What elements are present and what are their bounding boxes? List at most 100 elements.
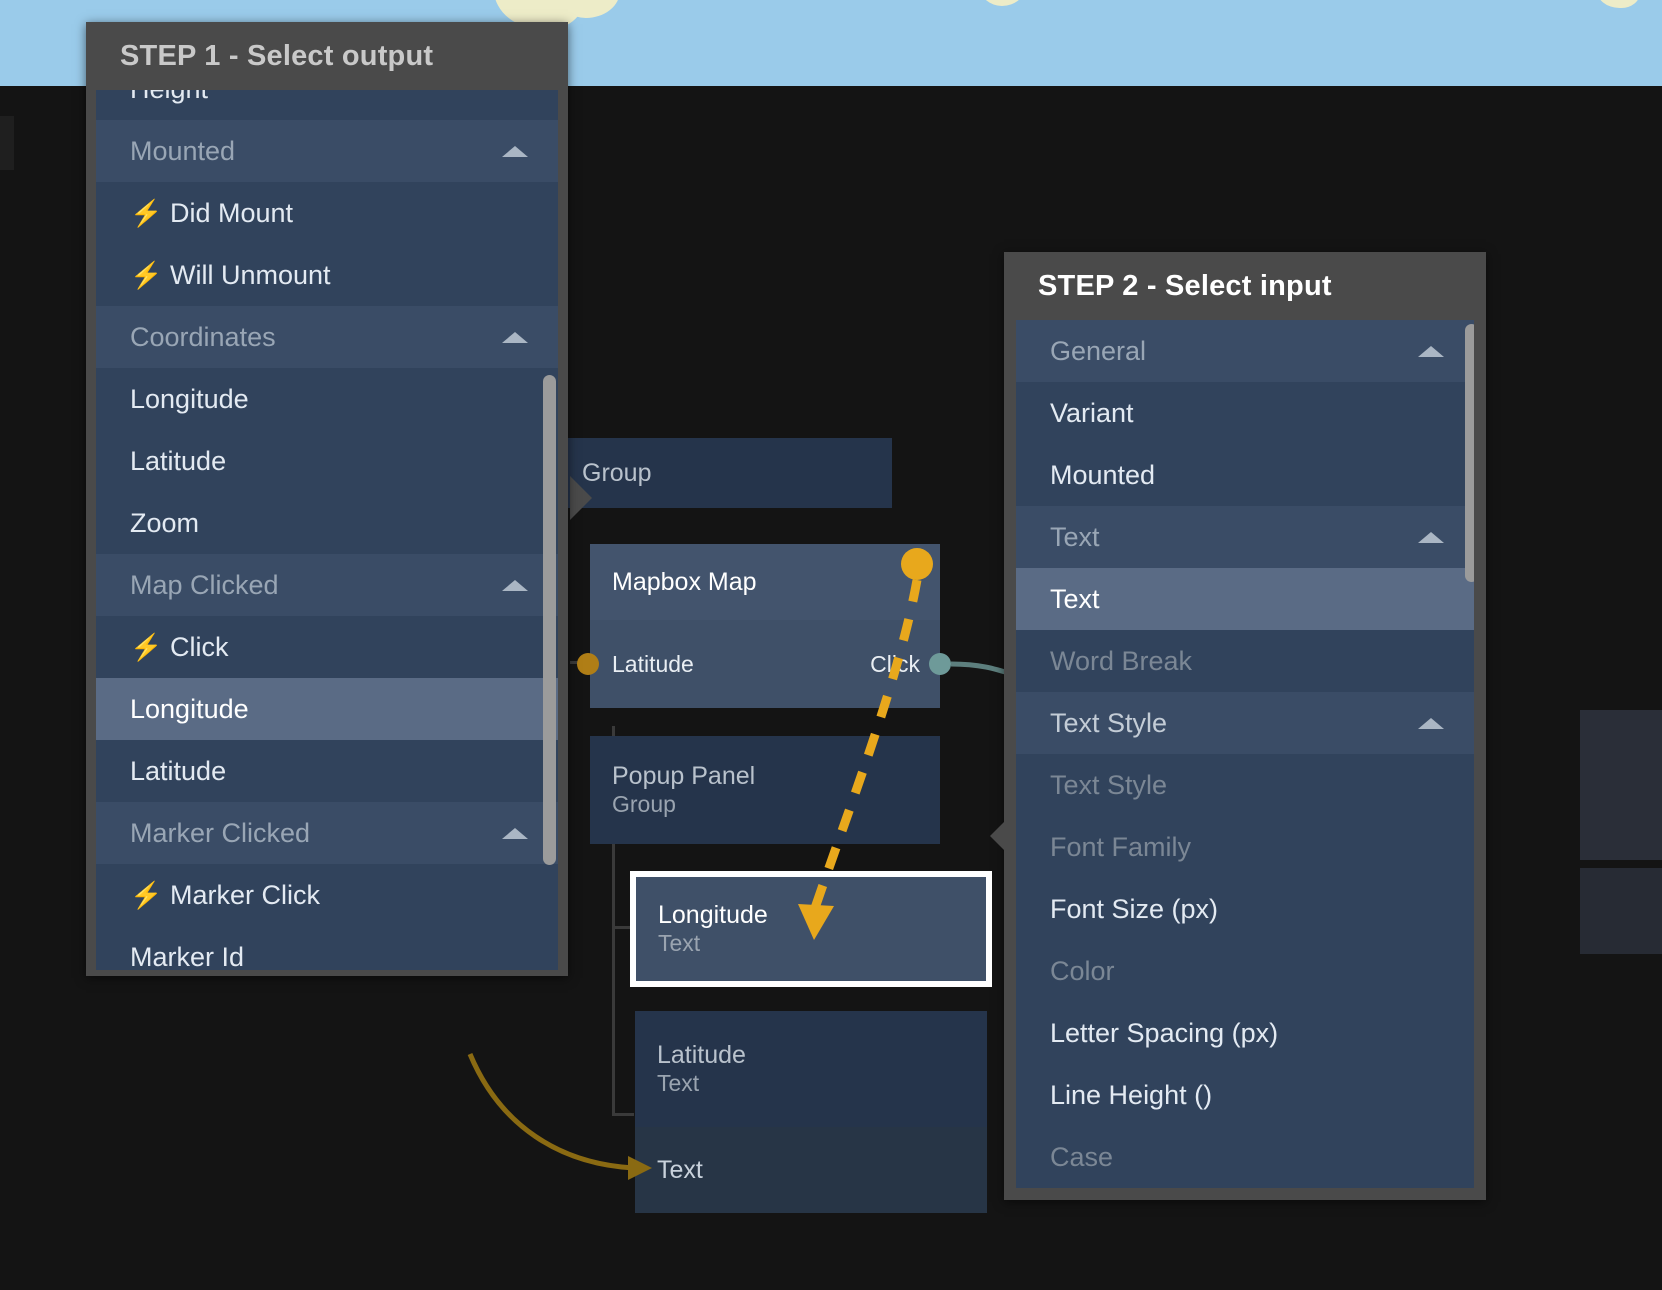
step2-group-general[interactable]: General <box>1016 320 1474 382</box>
step2-option-label: Line Height () <box>1050 1079 1213 1110</box>
step1-option-latitude-clicked[interactable]: Latitude <box>96 740 558 802</box>
chevron-up-icon[interactable] <box>1418 531 1444 543</box>
step1-header: STEP 1 - Select output <box>86 22 568 90</box>
step2-group-label: Text <box>1050 521 1100 552</box>
mapbox-click-output-label: Click <box>870 650 920 677</box>
map-landmass <box>1596 0 1640 8</box>
step2-option-label: Mounted <box>1050 459 1156 490</box>
offscreen-node-right <box>1580 868 1662 954</box>
node-collapse-caret-icon[interactable] <box>570 476 592 520</box>
latitude-node[interactable]: Latitude Text <box>635 1011 987 1127</box>
step1-scrollbar[interactable] <box>543 375 556 865</box>
group-node-header: Group <box>560 438 892 508</box>
step2-option-label: Font Size (px) <box>1050 893 1219 924</box>
chevron-up-icon[interactable] <box>502 579 528 591</box>
text-node-header: Text <box>635 1127 987 1213</box>
mapbox-map-node[interactable]: Mapbox Map Latitude Click <box>590 544 940 708</box>
step1-group-label: Marker Clicked <box>130 817 311 848</box>
step2-option-text-style[interactable]: Text Style <box>1016 754 1474 816</box>
step1-option-height[interactable]: Height <box>96 90 558 120</box>
step1-option-marker-id[interactable]: Marker Id <box>96 926 558 970</box>
step1-group-marker-clicked[interactable]: Marker Clicked <box>96 802 558 864</box>
step2-option-variant[interactable]: Variant <box>1016 382 1474 444</box>
step2-scrollbar[interactable] <box>1465 324 1474 582</box>
step1-option-label: Did Mount <box>170 197 294 228</box>
step1-option-label: Longitude <box>130 693 249 724</box>
step1-option-label: Height <box>130 90 208 105</box>
step2-option-label: Text Style <box>1050 769 1168 800</box>
step2-option-word-break[interactable]: Word Break <box>1016 630 1474 692</box>
text-node-title: Text <box>657 1155 703 1184</box>
popup-panel-header: Popup Panel Group <box>590 736 940 844</box>
step1-option-zoom[interactable]: Zoom <box>96 492 558 554</box>
step2-option-font-size[interactable]: Font Size (px) <box>1016 878 1474 940</box>
step1-option-label: Longitude <box>130 383 249 414</box>
step1-option-click[interactable]: ⚡Click <box>96 616 558 678</box>
bolt-icon: ⚡ <box>130 259 163 290</box>
chevron-up-icon[interactable] <box>502 145 528 157</box>
tree-rail-vertical <box>612 726 615 1116</box>
step2-group-label: Text Style <box>1050 707 1168 738</box>
step2-option-line-height[interactable]: Line Height () <box>1016 1064 1474 1126</box>
longitude-node[interactable]: Longitude Text <box>630 871 992 987</box>
step1-option-label: Click <box>170 631 229 662</box>
step2-option-mounted[interactable]: Mounted <box>1016 444 1474 506</box>
latitude-node-title: Latitude <box>657 1040 746 1069</box>
step2-option-case[interactable]: Case <box>1016 1126 1474 1188</box>
latitude-input-port[interactable] <box>577 653 599 675</box>
step1-option-latitude[interactable]: Latitude <box>96 430 558 492</box>
step1-list[interactable]: Height Mounted ⚡Did Mount ⚡Will Unmount … <box>96 90 558 970</box>
step1-option-marker-click[interactable]: ⚡Marker Click <box>96 864 558 926</box>
step1-option-label: Marker Id <box>130 941 245 971</box>
step1-group-map-clicked[interactable]: Map Clicked <box>96 554 558 616</box>
step2-option-color[interactable]: Color <box>1016 940 1474 1002</box>
step1-option-row: ⚡Did Mount <box>130 198 293 229</box>
step2-option-label: Case <box>1050 1141 1114 1172</box>
chevron-up-icon[interactable] <box>1418 345 1444 357</box>
step2-group-text-style[interactable]: Text Style <box>1016 692 1474 754</box>
step2-option-text-selected[interactable]: Text <box>1016 568 1474 630</box>
step1-group-label: Coordinates <box>130 321 276 352</box>
text-node[interactable]: Text <box>635 1127 987 1213</box>
group-node[interactable]: Group <box>560 438 892 508</box>
step2-option-label: Letter Spacing (px) <box>1050 1017 1279 1048</box>
step1-group-mounted[interactable]: Mounted <box>96 120 558 182</box>
step1-option-longitude[interactable]: Longitude <box>96 368 558 430</box>
longitude-node-header: Longitude Text <box>636 877 986 981</box>
step2-pointer-notch-icon <box>990 812 1014 860</box>
tree-rail-branch <box>612 926 634 929</box>
step2-option-letter-spacing[interactable]: Letter Spacing (px) <box>1016 1002 1474 1064</box>
chevron-up-icon[interactable] <box>502 331 528 343</box>
step1-group-label: Map Clicked <box>130 569 279 600</box>
tree-rail-branch <box>612 1113 634 1116</box>
step1-group-coordinates[interactable]: Coordinates <box>96 306 558 368</box>
popup-panel-node[interactable]: Popup Panel Group <box>590 736 940 844</box>
step1-title: STEP 1 - Select output <box>120 39 434 72</box>
step1-panel[interactable]: STEP 1 - Select output Height Mounted ⚡D… <box>86 22 568 976</box>
step1-group-label: Mounted <box>130 135 236 166</box>
bolt-icon: ⚡ <box>130 197 163 228</box>
mapbox-map-port-row[interactable]: Latitude Click <box>590 620 940 708</box>
bolt-icon: ⚡ <box>130 879 163 910</box>
popup-panel-subtitle: Group <box>612 790 676 817</box>
step2-title: STEP 2 - Select input <box>1038 269 1332 302</box>
step2-group-text[interactable]: Text <box>1016 506 1474 568</box>
step2-option-label: Variant <box>1050 397 1134 428</box>
step2-list[interactable]: General Variant Mounted Text Text Word B… <box>1016 320 1474 1188</box>
chevron-up-icon[interactable] <box>1418 717 1444 729</box>
offscreen-node-edge <box>0 116 14 170</box>
step2-option-label: Color <box>1050 955 1115 986</box>
click-output-port[interactable] <box>929 653 951 675</box>
step1-option-label: Zoom <box>130 507 200 538</box>
latitude-node-subtitle: Text <box>657 1069 700 1096</box>
step2-option-font-family[interactable]: Font Family <box>1016 816 1474 878</box>
step2-panel[interactable]: STEP 2 - Select input General Variant Mo… <box>1004 252 1486 1200</box>
chevron-up-icon[interactable] <box>502 827 528 839</box>
step1-option-did-mount[interactable]: ⚡Did Mount <box>96 182 558 244</box>
step1-option-longitude-selected[interactable]: Longitude <box>96 678 558 740</box>
longitude-node-subtitle: Text <box>658 929 701 956</box>
step1-option-row: ⚡Click <box>130 632 229 663</box>
popup-panel-title: Popup Panel <box>612 761 756 790</box>
step1-option-will-unmount[interactable]: ⚡Will Unmount <box>96 244 558 306</box>
